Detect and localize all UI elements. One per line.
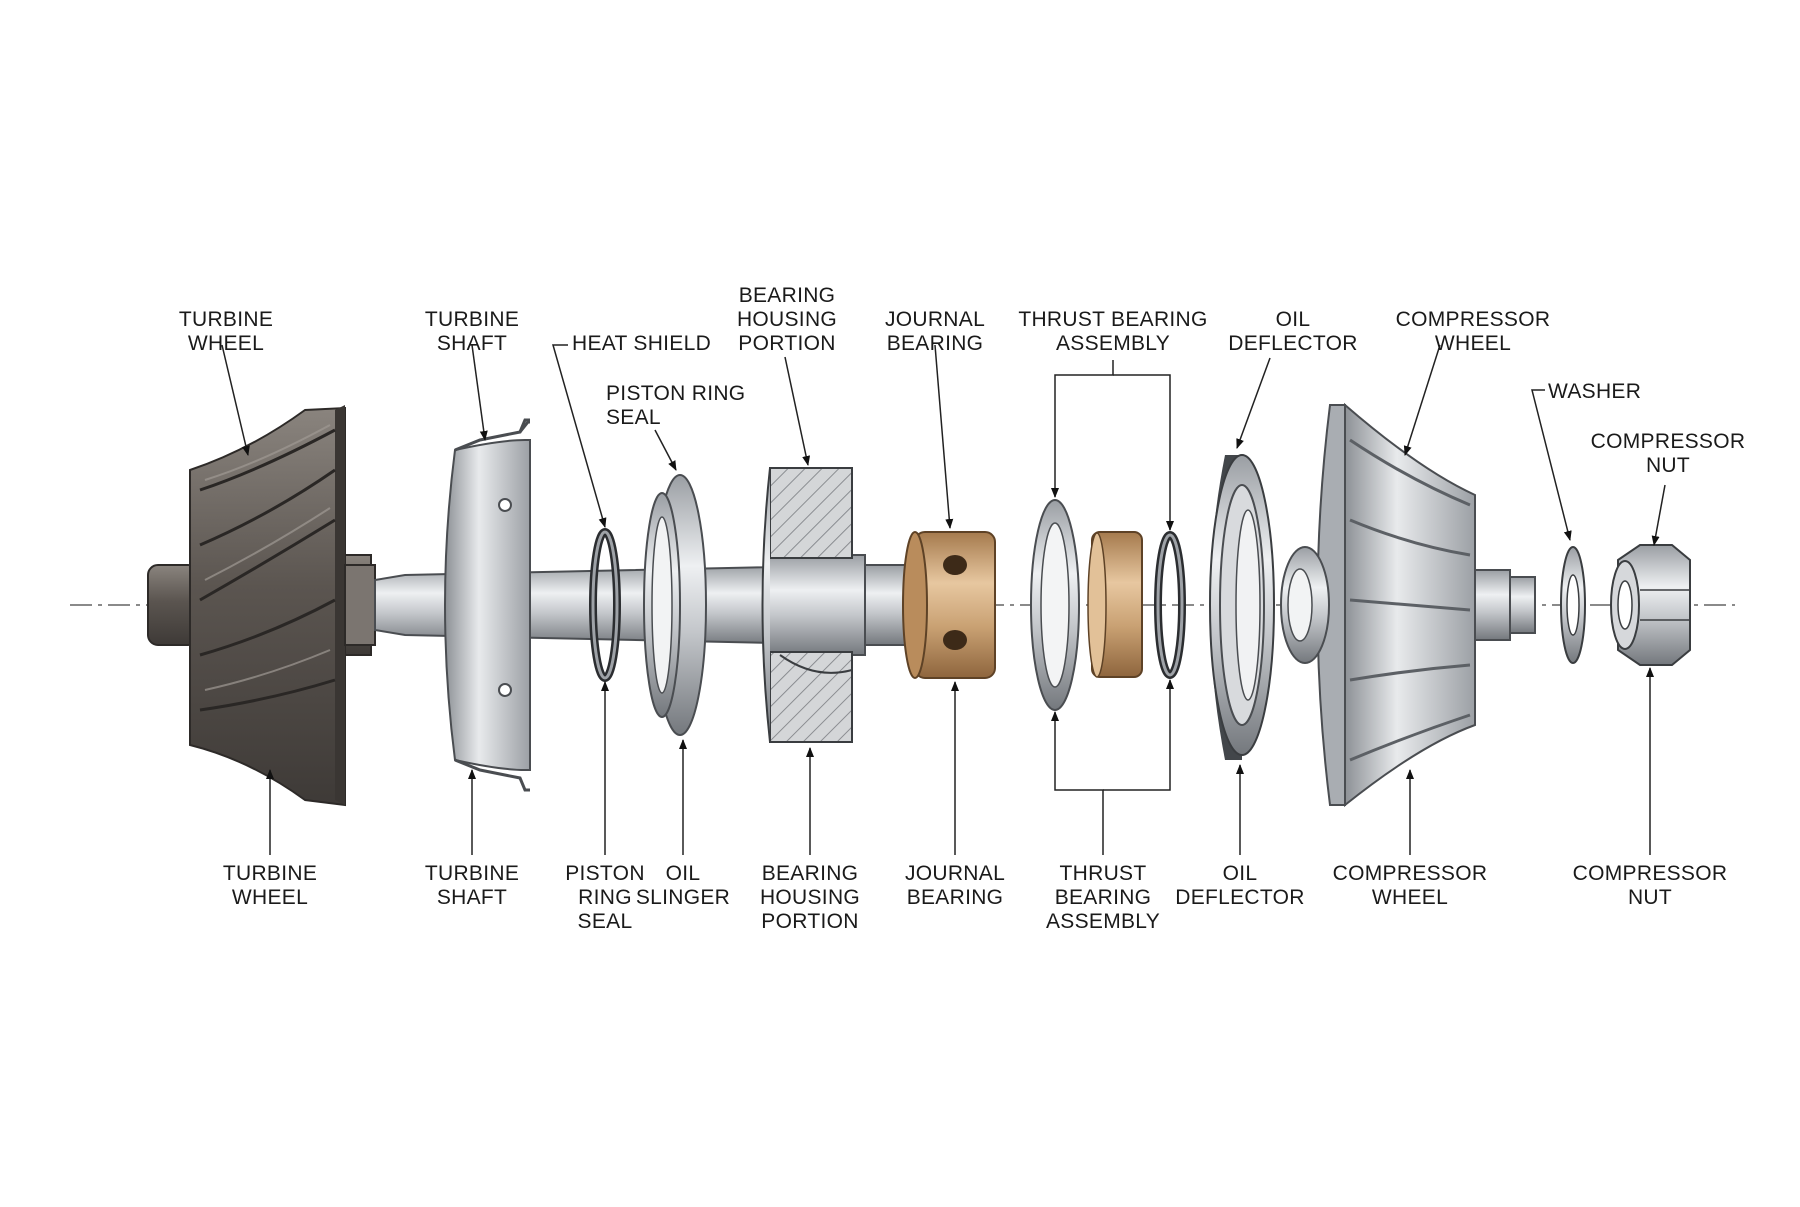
journal-bearing-part (902, 531, 996, 679)
bearing-housing-part (761, 467, 853, 743)
oil-slinger-part (643, 474, 707, 736)
heat-shield-part (444, 418, 531, 792)
label-top-heat-shield: HEAT SHIELD (572, 332, 711, 355)
compressor-nut-part (1610, 544, 1691, 666)
piston-ring-seal-part (589, 528, 621, 682)
oil-deflector-part (1209, 454, 1275, 760)
label-top-washer: WASHER (1548, 380, 1641, 403)
leader-lines (221, 344, 1666, 855)
turbine-wheel-part (147, 405, 376, 807)
thrust-bearing-assembly-part (1030, 499, 1186, 711)
compressor-wheel-part (1280, 402, 1536, 808)
washer-part (1560, 546, 1586, 664)
